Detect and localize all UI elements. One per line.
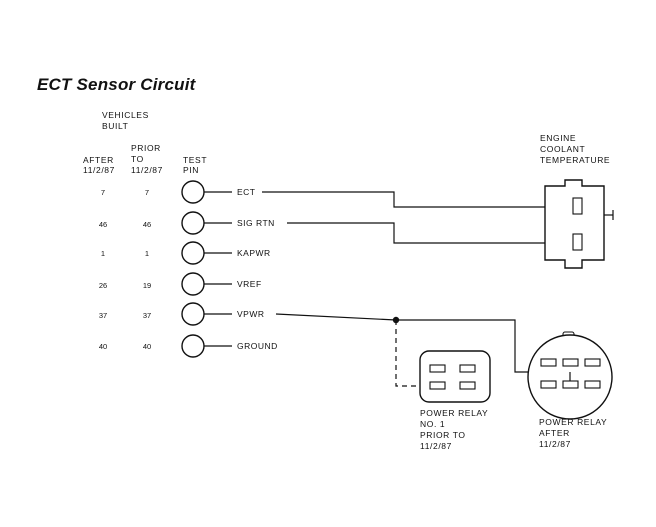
pin-prior-number: 19 (143, 281, 151, 290)
pin-after-number: 1 (101, 249, 105, 258)
header-pin: PIN (183, 165, 199, 175)
diagram-title: ECT Sensor Circuit (37, 75, 197, 94)
relay-no1-terminal (459, 381, 476, 390)
pin-label: KAPWR (237, 248, 271, 258)
pin-row-kapwr: 1 1 KAPWR (101, 241, 271, 265)
header-vehicles: VEHICLES (102, 110, 149, 120)
power-relay-no1 (419, 350, 491, 403)
pin-prior-number: 7 (145, 188, 149, 197)
header-after: AFTER (83, 155, 114, 165)
power-relay-after (527, 331, 613, 420)
header-after-date: 11/2/87 (83, 165, 115, 175)
relay-no1-label-line-1: POWER RELAY (420, 408, 488, 418)
sensor-label-line-2: COOLANT (540, 144, 585, 154)
sensor-terminal-top (572, 197, 583, 215)
pin-prior-number: 37 (143, 311, 151, 320)
header-prior: PRIOR (131, 143, 161, 153)
sensor-label-line-1: ENGINE (540, 133, 576, 143)
wire-ect (262, 191, 573, 208)
wire-sig-rtn (287, 222, 573, 244)
relay-after-label-line-2: AFTER (539, 428, 570, 438)
relay-after-terminal (540, 358, 557, 367)
relay-after-terminal (540, 380, 557, 389)
pin-row-vref: 26 19 VREF (99, 272, 262, 296)
relay-after-label-line-3: 11/2/87 (539, 439, 571, 449)
ect-sensor-connector (544, 179, 614, 269)
pin-row-ground: 40 40 GROUND (99, 334, 278, 358)
relay-no1-terminal (459, 364, 476, 373)
relay-no1-label-line-3: PRIOR TO (420, 430, 466, 440)
relay-after-label-line-1: POWER RELAY (539, 417, 607, 427)
relay-no1-terminal (429, 381, 446, 390)
relay-no1-label-line-2: NO. 1 (420, 419, 445, 429)
relay-after-terminal (562, 358, 579, 367)
relay-after-terminal (562, 380, 579, 389)
pin-label: ECT (237, 187, 256, 197)
pin-after-number: 37 (99, 311, 107, 320)
pin-row-ect: 7 7 ECT (101, 180, 256, 204)
pin-row-vpwr: 37 37 VPWR (99, 302, 265, 326)
header-test: TEST (183, 155, 207, 165)
relay-no1-label-line-4: 11/2/87 (420, 441, 452, 451)
relay-no1-terminal (429, 364, 446, 373)
relay-after-terminal (584, 380, 601, 389)
pin-label: GROUND (237, 341, 278, 351)
test-pin-circle (181, 334, 205, 358)
sensor-body (544, 179, 605, 269)
pin-row-sig-rtn: 46 46 SIG RTN (99, 211, 275, 235)
sensor-terminal-bottom (572, 233, 583, 251)
test-pin-circle (181, 241, 205, 265)
sensor-label-line-3: TEMPERATURE (540, 155, 610, 165)
test-pin-circle (181, 211, 205, 235)
header-prior-to: TO (131, 154, 144, 164)
relay-no1-body (419, 350, 491, 403)
test-pin-circle (181, 272, 205, 296)
header-prior-date: 11/2/87 (131, 165, 163, 175)
wire-vpwr (275, 313, 397, 321)
pin-after-number: 46 (99, 220, 107, 229)
pin-label: SIG RTN (237, 218, 275, 228)
test-pin-circle (181, 180, 205, 204)
test-pin-circle (181, 302, 205, 326)
pin-prior-number: 40 (143, 342, 151, 351)
pin-after-number: 40 (99, 342, 107, 351)
pin-prior-number: 46 (143, 220, 151, 229)
pin-after-number: 7 (101, 188, 105, 197)
header-built: BUILT (102, 121, 128, 131)
pin-label: VREF (237, 279, 262, 289)
pin-after-number: 26 (99, 281, 107, 290)
pin-label: VPWR (237, 309, 265, 319)
column-headers: VEHICLES BUILT AFTER 11/2/87 PRIOR TO 11… (83, 110, 207, 175)
pin-prior-number: 1 (145, 249, 149, 258)
relay-after-terminal (584, 358, 601, 367)
